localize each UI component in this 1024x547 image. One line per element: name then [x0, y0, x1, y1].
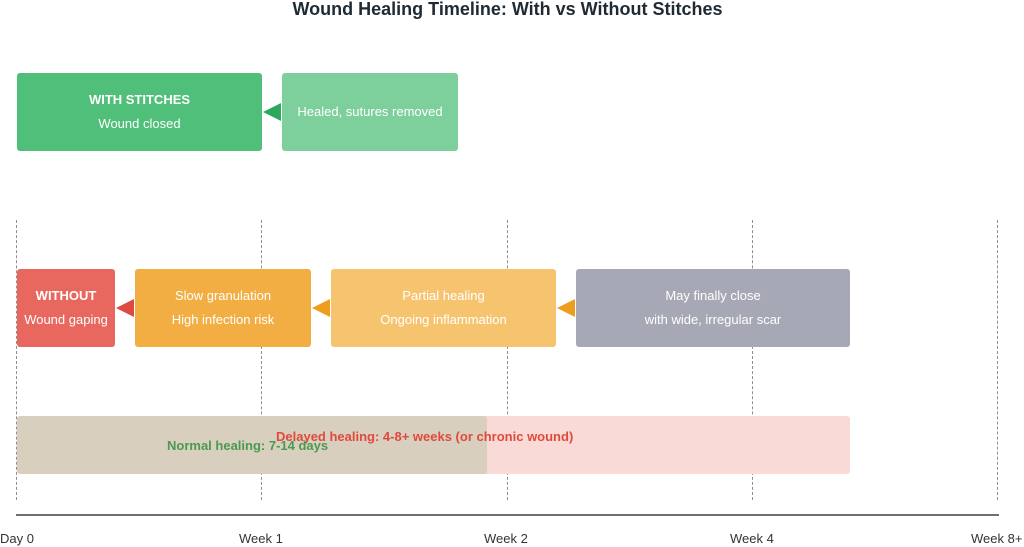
gridline-week4 — [752, 220, 753, 500]
tick-day0: Day 0 — [0, 531, 34, 546]
with-stitches-title: WITH STITCHES — [88, 92, 191, 107]
without-arrow-1-icon — [116, 299, 134, 317]
with-stitches-subtitle: Wound closed — [98, 116, 181, 131]
tick-week1: Week 1 — [239, 531, 283, 546]
with-arrow-icon — [263, 103, 281, 121]
with-stitches-box: WITH STITCHES Wound closed — [17, 73, 262, 151]
gridline-week1 — [261, 220, 262, 500]
final-close-box: May finally close with wide, irregular s… — [576, 269, 850, 347]
without-subtitle: Wound gaping — [24, 312, 108, 327]
tick-week8: Week 8+ — [971, 531, 1023, 546]
slow-granulation-box: Slow granulation High infection risk — [135, 269, 311, 347]
gridline-day0 — [16, 220, 17, 500]
gridline-week2 — [507, 220, 508, 500]
healed-box: Healed, sutures removed — [282, 73, 458, 151]
page-title: Wound Healing Timeline: With vs Without … — [292, 0, 723, 19]
without-box: WITHOUT Wound gaping — [17, 269, 115, 347]
partial-healing-text: Partial healing — [402, 288, 485, 303]
normal-healing-label: Normal healing: 7-14 days — [167, 438, 329, 453]
final-close-text: May finally close — [665, 288, 761, 303]
normal-healing-band — [17, 416, 487, 474]
tick-week4: Week 4 — [730, 531, 774, 546]
without-arrow-2-icon — [312, 299, 330, 317]
scar-text: with wide, irregular scar — [644, 312, 782, 327]
healed-text: Healed, sutures removed — [297, 104, 443, 119]
gridline-week8 — [997, 220, 998, 500]
timeline-axis — [16, 514, 999, 516]
without-title: WITHOUT — [35, 288, 97, 303]
without-arrow-3-icon — [557, 299, 575, 317]
inflammation-text: Ongoing inflammation — [380, 312, 507, 327]
partial-healing-box: Partial healing Ongoing inflammation — [331, 269, 556, 347]
slow-granulation-text: Slow granulation — [174, 288, 272, 303]
infection-risk-text: High infection risk — [171, 312, 275, 327]
tick-week2: Week 2 — [484, 531, 528, 546]
delayed-healing-label: Delayed healing: 4-8+ weeks (or chronic … — [276, 429, 574, 444]
